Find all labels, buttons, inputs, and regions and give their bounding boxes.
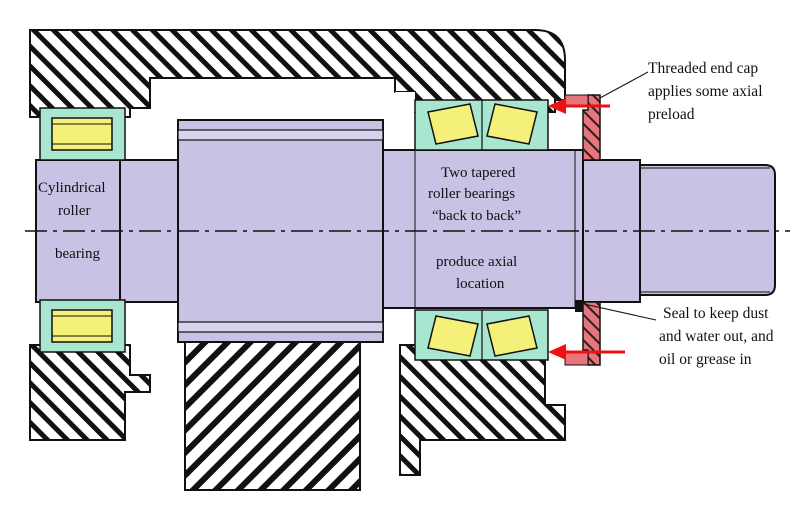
cylindrical-bearing-bottom (39, 299, 126, 353)
tapered-label-line-2: roller bearings (428, 186, 515, 202)
seal-note-line-1: Seal to keep dust (663, 305, 769, 322)
end-cap-note-line-2: applies some axial (648, 83, 763, 100)
tapered-label-line-4: produce axial (436, 254, 517, 270)
cylindrical-bearing-top (39, 107, 126, 161)
tapered-label-line-5: location (456, 276, 505, 292)
shaft (35, 119, 776, 343)
cylindrical-label-line-2: roller (58, 203, 90, 219)
preload-arrow-top (548, 98, 610, 114)
housing-bottom-right (399, 344, 566, 476)
cylindrical-label-line-3: bearing (55, 246, 100, 262)
gear-hub (184, 341, 361, 491)
seal-note-line-2: and water out, and (659, 328, 774, 345)
seal-note-line-3: oil or grease in (659, 351, 752, 368)
seal-leader (583, 303, 657, 321)
cylindrical-label-line-1: Cylindrical (38, 180, 106, 196)
tapered-bearing-top (414, 99, 549, 151)
housing-bottom-left (29, 344, 151, 441)
end-cap-note-line-1: Threaded end cap (648, 60, 758, 77)
tapered-bearing-bottom (414, 309, 549, 361)
seal (575, 300, 583, 312)
end-cap-note-line-3: preload (648, 106, 695, 123)
tapered-label-line-1: Two tapered (441, 165, 516, 181)
end-cap-leader (599, 71, 649, 99)
tapered-label-line-3: “back to back” (432, 208, 521, 224)
preload-arrow-bottom (548, 344, 625, 360)
